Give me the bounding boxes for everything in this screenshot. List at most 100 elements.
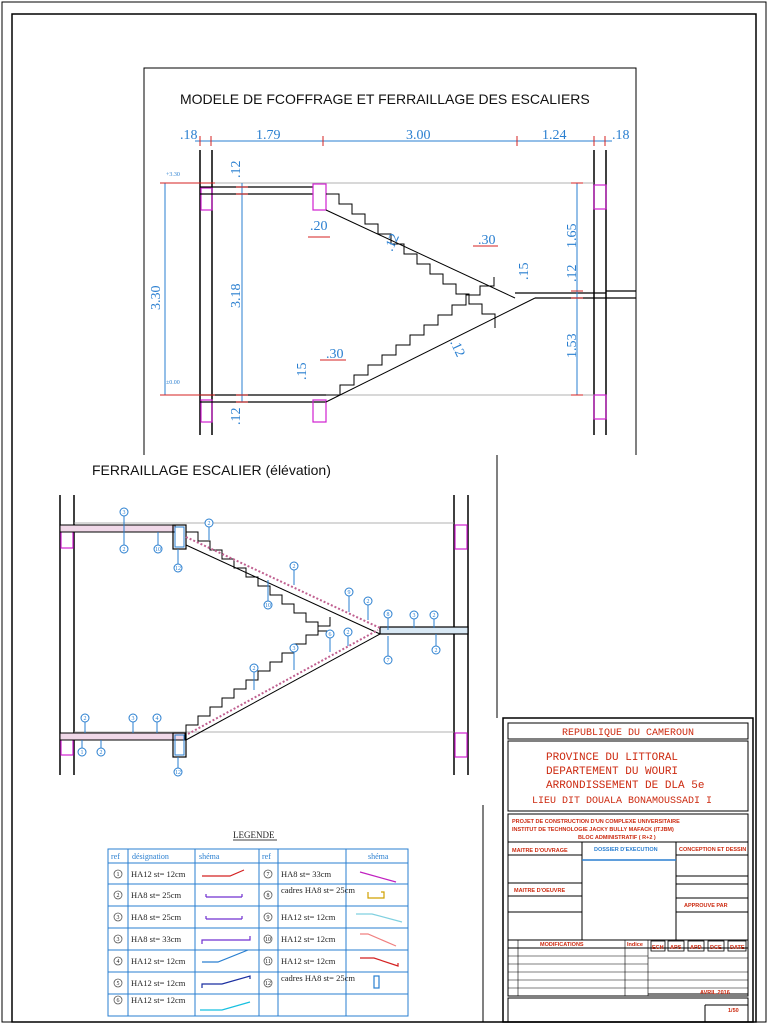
legend-r5-des2: HA12 st= 12cm xyxy=(281,956,336,966)
legend-title: LEGENDE xyxy=(233,830,275,840)
plan-title: MODELE DE FCOFFRAGE ET FERRAILLAGE DES E… xyxy=(180,91,590,107)
callout-l3: 3 xyxy=(293,646,296,652)
callout-u5: 2 xyxy=(208,521,211,527)
callout-u8: 9 xyxy=(348,590,351,596)
tb-location-4: LIEU DIT DOUALA BONAMOUSSADI I xyxy=(532,796,712,807)
callout-u7: 10 xyxy=(265,603,271,609)
legend-h-des: désignation xyxy=(132,852,169,861)
callout-u11: 3 xyxy=(413,613,416,619)
dim-inner-7: .15 xyxy=(295,363,310,381)
tb-dossier: DOSSIER D'EXECUTION xyxy=(594,847,658,853)
legend-r1-ref2: 7 xyxy=(267,872,270,878)
legend-r7-ref: 6 xyxy=(117,998,120,1004)
legend-r2-ref: 2 xyxy=(117,893,120,899)
dim-inner-2: .12 xyxy=(382,231,403,253)
legend-r1-ref: 1 xyxy=(117,872,120,878)
tb-rev-aps: APS xyxy=(670,945,682,951)
callout-l2: 6 xyxy=(329,632,332,638)
tb-date: AVRIL 2016 xyxy=(700,990,730,996)
tb-rev-ech: ECH xyxy=(652,945,664,951)
tb-project-2: INSTITUT DE TECHNOLOGIE JACKY BULLY MAFA… xyxy=(512,827,674,833)
tb-location-1: PROVINCE DU LITTORAL xyxy=(546,752,678,764)
callout-u12: 2 xyxy=(433,613,436,619)
legend-r6-ref: 5 xyxy=(117,981,120,987)
callout-l7: 4 xyxy=(156,716,159,722)
legend-r5-ref2: 11 xyxy=(265,959,271,965)
callout-l4: 2 xyxy=(347,630,350,636)
dim-left-total: 3.30 xyxy=(149,286,164,311)
dim-inner-4: .15 xyxy=(517,263,532,281)
callout-l8: 1 xyxy=(81,750,84,756)
dim-inner-6: .30 xyxy=(326,347,344,362)
tb-location-3: ARRONDISSEMENT DE DLA 5e xyxy=(546,780,704,792)
elevation-drawing: FERRAILLAGE ESCALIER (élévation) xyxy=(59,462,469,777)
dim-inner-5: .12 xyxy=(446,337,467,359)
dim-top-3: 3.00 xyxy=(406,128,431,143)
level-top: +3.30 xyxy=(166,172,180,178)
tb-project-3: BLOC ADMINISTRATIF ( R+2 ) xyxy=(578,835,656,841)
legend-h-shema2: shéma xyxy=(368,852,389,861)
legend-h-ref: ref xyxy=(111,852,120,861)
callout-u3: 10 xyxy=(155,547,161,553)
formwork-drawing: MODELE DE FCOFFRAGE ET FERRAILLAGE DES E… xyxy=(143,67,637,455)
tb-republic: REPUBLIQUE DU CAMEROUN xyxy=(562,728,694,739)
callout-u6: 2 xyxy=(293,564,296,570)
callout-u10: 8 xyxy=(387,612,390,618)
dim-top-1: .18 xyxy=(180,128,198,143)
callout-u1: 3 xyxy=(123,510,126,516)
dim-top-2: 1.79 xyxy=(256,128,281,143)
tb-maitre-ouvrage: MAITRE D'OUVRAGE xyxy=(512,848,568,854)
tb-rev-apd: APD xyxy=(690,945,702,951)
callout-l10: 12 xyxy=(175,770,181,776)
legend-r2-des: HA8 st= 25cm xyxy=(131,890,182,900)
tb-rev-dce: DCE xyxy=(710,945,722,951)
legend-r3-ref2: 9 xyxy=(267,915,270,921)
legend-r5-ref: 4 xyxy=(117,959,120,965)
dim-right-upper: 1.65 xyxy=(565,224,580,249)
legend-r7-des: HA12 st= 12cm xyxy=(131,995,186,1005)
legend-r4-des2: HA12 st= 12cm xyxy=(281,934,336,944)
dim-inner-1: .20 xyxy=(310,219,328,234)
dim-inner-3: .30 xyxy=(478,233,496,248)
dim-top-5: .18 xyxy=(612,128,630,143)
dim-right-lower: 1.53 xyxy=(565,334,580,359)
callout-u9: 2 xyxy=(367,599,370,605)
dim-right-landing: .12 xyxy=(565,265,580,283)
callout-l9: 2 xyxy=(100,750,103,756)
legend-r4-ref: 3 xyxy=(117,937,120,943)
callout-l5: 2 xyxy=(84,716,87,722)
tb-project-1: PROJET DE CONSTRUCTION D'UN COMPLEXE UNI… xyxy=(512,819,680,825)
tb-maitre-oeuvre: MAITRE D'OEUVRE xyxy=(514,888,565,894)
title-block: REPUBLIQUE DU CAMEROUN PROVINCE DU LITTO… xyxy=(502,717,754,1023)
legend-r6-des2: cadres HA8 st= 25cm xyxy=(281,973,355,983)
sheet-inner-frame xyxy=(11,13,757,1023)
tb-rev-indice: Indice xyxy=(627,942,643,948)
legend-r1-des2: HA8 st= 33cm xyxy=(281,869,332,879)
legend-r3-des2: HA12 st= 12cm xyxy=(281,912,336,922)
legend-h-ref2: ref xyxy=(262,852,271,861)
dim-top-4: 1.24 xyxy=(542,128,567,143)
dim-left-top-slab: .12 xyxy=(229,161,244,179)
legend-r6-ref2: 12 xyxy=(265,981,271,987)
legend-r2-des2: cadres HA8 st= 25cm xyxy=(281,885,355,895)
callout-l6: 3 xyxy=(132,716,135,722)
legend-r5-des: HA12 st= 12cm xyxy=(131,956,186,966)
callout-u14: 7 xyxy=(387,658,390,664)
tb-modifications: MODIFICATIONS xyxy=(540,942,584,948)
legend-r6-des: HA12 st= 12cm xyxy=(131,978,186,988)
callout-u4: 12 xyxy=(175,566,181,572)
legend-r3-des: HA8 st= 25cm xyxy=(131,912,182,922)
legend-r4-des: HA8 st= 33cm xyxy=(131,934,182,944)
tb-echelle: 1/50 xyxy=(728,1008,739,1014)
legend-table: LEGENDE ref désignation shéma ref shéma … xyxy=(107,830,409,1017)
dim-left-bottom-slab: .12 xyxy=(229,408,244,426)
legend-h-shema: shéma xyxy=(199,852,220,861)
legend-r4-ref2: 10 xyxy=(265,937,271,943)
legend-r3-ref: 3 xyxy=(117,915,120,921)
level-bottom: ±0.00 xyxy=(166,380,180,386)
tb-location-2: DEPARTEMENT DU WOURI xyxy=(546,766,678,778)
tb-approuve: APPROUVE PAR xyxy=(684,903,728,909)
legend-r2-ref2: 8 xyxy=(267,893,270,899)
